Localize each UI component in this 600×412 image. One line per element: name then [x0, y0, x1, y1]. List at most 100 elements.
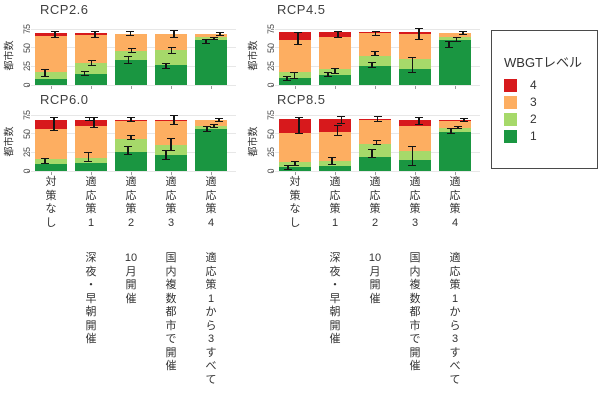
x-sublabel-char: 夜 [85, 265, 97, 278]
x-label-char: 2 [371, 216, 379, 229]
x-label-char: 3 [167, 216, 175, 229]
x-sublabel-char: か [449, 306, 461, 318]
legend-item-label: 3 [530, 95, 537, 109]
bar-segment-wbgt1 [279, 167, 311, 171]
bar-segment-wbgt1 [75, 73, 107, 85]
x-sublabel-char: 開 [125, 279, 137, 291]
y-axis-tick [271, 114, 274, 116]
x-label-char: 策 [329, 203, 341, 215]
x-sublabel-char: 開 [329, 319, 341, 332]
bar-segment-wbgt3 [115, 33, 147, 51]
x-label-char: 対 [45, 176, 57, 188]
bar-segment-wbgt4 [359, 118, 391, 121]
bar-segment-wbgt2 [319, 160, 351, 166]
bar-segment-wbgt2 [75, 63, 107, 74]
x-label-char: 1 [87, 216, 95, 229]
x-sublabel-char: 複 [165, 279, 177, 291]
x-sublabel-char: 応 [205, 265, 217, 278]
x-sublabel-char: ・ [85, 279, 97, 291]
bar-segment-wbgt3 [195, 119, 227, 127]
bar-segment-wbgt1 [75, 162, 107, 171]
x-sublabel-char: 10 [124, 252, 138, 264]
y-axis-tick [27, 151, 30, 153]
x-sublabel-char: 1 [451, 292, 459, 305]
x-sublabel-char: 催 [125, 292, 137, 305]
bar-segment-wbgt3 [279, 133, 311, 163]
bar-segment-wbgt2 [195, 126, 227, 130]
x-axis-tick [50, 172, 52, 175]
bar-segment-wbgt3 [35, 128, 67, 160]
error-bar [452, 37, 461, 43]
bar-segment-wbgt3 [439, 120, 471, 128]
x-sublabel-char: 適 [449, 252, 461, 264]
bar-segment-wbgt3 [115, 120, 147, 139]
error-bar [215, 118, 223, 122]
error-bar [80, 70, 89, 76]
x-label-char: 1 [331, 216, 339, 229]
error-bar [167, 47, 176, 54]
x-sublabel-char: 早 [329, 292, 341, 305]
y-axis-tick [271, 28, 274, 30]
gridline [31, 84, 236, 86]
x-axis-tick [170, 86, 172, 89]
legend-item-label: 2 [530, 112, 537, 126]
x-label-char: 適 [449, 176, 461, 188]
error-bar [283, 165, 292, 171]
x-axis-tick [294, 172, 296, 175]
x-label-char: 対 [289, 176, 301, 188]
x-sublabel-char: 3 [207, 333, 215, 345]
error-bar [331, 67, 339, 75]
x-axis-tick [90, 172, 92, 175]
x-label-char: 適 [205, 176, 217, 188]
x-axis-tick [130, 86, 132, 89]
error-bar [90, 31, 99, 38]
x-axis-tick [130, 172, 132, 175]
x-sublabel-char: 朝 [85, 306, 97, 318]
error-bar [162, 62, 171, 70]
error-bar [87, 59, 96, 67]
bar-segment-wbgt2 [115, 139, 147, 152]
bar-segment-wbgt1 [359, 65, 391, 85]
error-bar [459, 118, 468, 122]
bar-segment-wbgt3 [359, 120, 391, 145]
legend-swatch-wbgt4 [504, 79, 517, 92]
error-bar [371, 50, 379, 56]
x-sublabel-char: で [165, 333, 177, 345]
bar-segment-wbgt2 [75, 158, 107, 163]
y-axis-tick [27, 133, 30, 135]
x-sublabel-char: 開 [165, 346, 177, 359]
error-bar [215, 32, 224, 36]
x-sublabel-char: 深 [85, 252, 97, 264]
x-sublabel-char: 国 [409, 252, 421, 264]
y-tick-label: 25 [266, 147, 276, 158]
bar-segment-wbgt1 [155, 154, 187, 171]
x-axis-tick [334, 172, 336, 175]
x-axis-tick [294, 86, 296, 89]
x-label-char: 適 [85, 176, 97, 188]
x-category-sublabel: 深夜・早朝開催 [83, 252, 99, 347]
x-label-char: 応 [205, 189, 217, 202]
error-bar [367, 61, 376, 69]
bar-segment-wbgt1 [439, 40, 471, 85]
x-sublabel-char: 市 [409, 319, 421, 332]
error-bar [50, 116, 59, 131]
y-tick-label: 50 [266, 128, 276, 139]
x-label-char: な [45, 203, 57, 215]
x-label-char: 策 [165, 203, 177, 215]
x-sublabel-char: 月 [125, 265, 137, 278]
bar-segment-wbgt2 [399, 58, 431, 69]
error-bar [454, 125, 463, 130]
gridline [31, 170, 236, 172]
x-sublabel-char: 夜 [329, 265, 341, 278]
x-axis-tick [210, 86, 212, 89]
bar-segment-wbgt4 [399, 119, 431, 127]
error-bar [123, 145, 132, 156]
bar-segment-wbgt1 [195, 40, 227, 85]
x-sublabel-char: 応 [449, 265, 461, 278]
